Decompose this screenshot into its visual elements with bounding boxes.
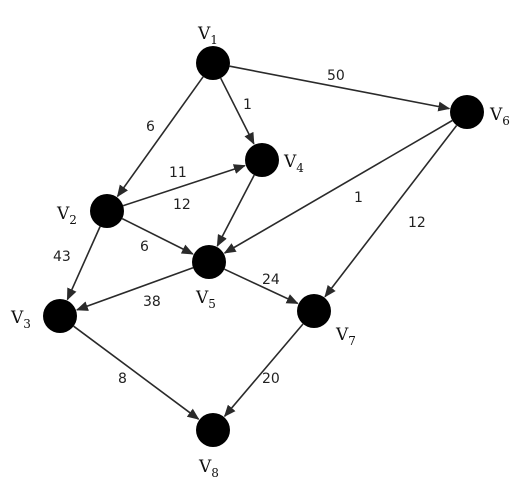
node-label-v7: V7 <box>335 325 356 348</box>
edge-v1-v6 <box>229 65 451 112</box>
node-letter: V <box>198 457 212 477</box>
node-label-v1: V1 <box>197 24 218 47</box>
node-v4 <box>245 143 279 177</box>
node-letter: V <box>197 24 211 44</box>
node-v2 <box>90 194 124 228</box>
node-subscript: 5 <box>208 297 216 311</box>
edge-weight-v6-v7: 12 <box>408 215 426 231</box>
edge-weight-v1-v6: 50 <box>327 68 345 84</box>
node-letter: V <box>335 325 349 345</box>
node-letter: V <box>195 288 209 308</box>
node-subscript: 2 <box>69 213 77 227</box>
edge-v1-v4 <box>219 77 255 145</box>
edge-weight-v7-v8: 20 <box>262 371 280 387</box>
node-letter: V <box>10 308 24 328</box>
edge-weight-v2-v5: 6 <box>140 239 149 255</box>
node-label-v5: V5 <box>195 288 216 311</box>
edge-weight-v2-v3: 43 <box>53 249 71 265</box>
edge-weight-v2-v4: 11 <box>169 165 187 181</box>
edge-v2-v5 <box>121 217 194 255</box>
node-v3 <box>43 299 77 333</box>
node-label-v8: V8 <box>198 457 219 480</box>
node-subscript: 6 <box>502 114 510 128</box>
nodes-layer <box>43 46 484 447</box>
node-v7 <box>297 294 331 328</box>
node-label-v2: V2 <box>56 204 77 227</box>
node-letter: V <box>489 105 503 125</box>
edge-v4-v5 <box>216 174 255 247</box>
node-label-v3: V3 <box>10 308 31 331</box>
edge-v7-v8 <box>223 323 304 418</box>
edge-weight-v3-v8: 8 <box>118 371 127 387</box>
edge-weight-v5-v7: 24 <box>262 272 280 288</box>
edge-weight-v5-v3: 38 <box>143 294 161 310</box>
edge-v5-v3 <box>75 267 194 311</box>
node-letter: V <box>283 152 297 172</box>
edge-v6-v7 <box>324 125 458 298</box>
node-v8 <box>196 413 230 447</box>
node-subscript: 8 <box>211 466 219 480</box>
edge-v1-v2 <box>116 76 204 198</box>
edges-layer <box>66 65 458 420</box>
node-v5 <box>192 245 226 279</box>
node-label-v6: V6 <box>489 105 510 128</box>
edge-v5-v7 <box>224 268 299 305</box>
edge-weight-v1-v4: 1 <box>243 97 252 113</box>
edge-weight-v6-v5: 1 <box>354 190 363 206</box>
node-subscript: 4 <box>296 161 304 175</box>
edge-v6-v5 <box>223 119 453 254</box>
node-label-v4: V4 <box>283 152 304 175</box>
edge-v2-v4 <box>122 164 246 207</box>
edge-v2-v3 <box>66 226 101 301</box>
edge-weight-v4-v5: 12 <box>173 197 191 213</box>
node-letter: V <box>56 204 70 224</box>
edge-weight-v1-v2: 6 <box>146 119 155 135</box>
node-subscript: 1 <box>210 33 218 47</box>
edge-v3-v8 <box>73 325 200 420</box>
node-subscript: 7 <box>348 334 356 348</box>
node-v6 <box>450 95 484 129</box>
node-subscript: 3 <box>23 317 31 331</box>
node-v1 <box>196 46 230 80</box>
